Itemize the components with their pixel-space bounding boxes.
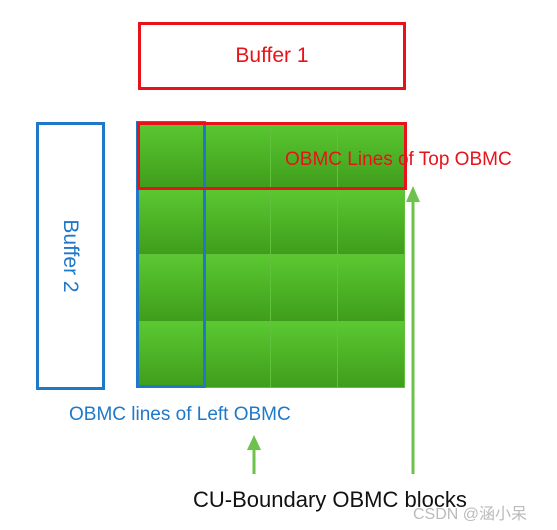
buffer-1-label: Buffer 1	[235, 44, 309, 67]
grid-cell	[204, 122, 271, 189]
grid-cell	[338, 321, 405, 388]
grid-cell	[271, 321, 338, 388]
grid-cell	[271, 188, 338, 255]
grid-cell	[204, 188, 271, 255]
grid-cell	[338, 188, 405, 255]
grid-cell	[271, 122, 338, 189]
grid-cell	[204, 255, 271, 322]
top-obmc-lines-box	[137, 122, 407, 190]
arrow-to-left-obmc	[247, 435, 261, 474]
grid-cell	[137, 255, 204, 322]
grid-cell	[271, 255, 338, 322]
grid-cell	[204, 321, 271, 388]
grid-cell	[338, 122, 405, 189]
left-obmc-label: OBMC lines of Left OBMC	[69, 404, 291, 425]
cu-boundary-label: CU-Boundary OBMC blocks	[193, 487, 467, 512]
watermark: CSDN @涵小呆	[413, 506, 528, 523]
buffer-2-box	[36, 122, 105, 390]
arrow-to-top-obmc	[406, 186, 420, 474]
top-obmc-label: OBMC Lines of Top OBMC	[285, 149, 512, 170]
grid-cell	[137, 122, 204, 189]
grid-cell	[137, 321, 204, 388]
grid-cell	[137, 188, 204, 255]
cu-block-grid	[137, 122, 405, 388]
buffer-1-box	[138, 22, 406, 90]
grid-cell	[338, 255, 405, 322]
